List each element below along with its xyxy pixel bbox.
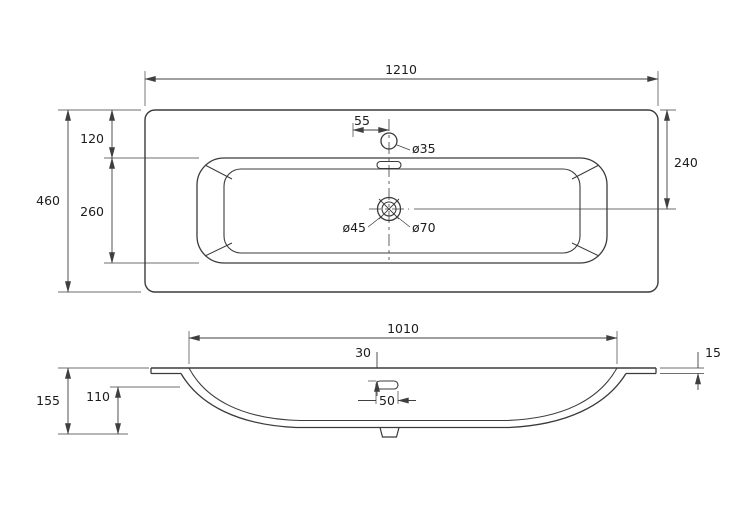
dim-260-label: 260 — [80, 204, 104, 219]
dim-15-label: 15 — [705, 345, 721, 360]
bowl-outer-profile — [180, 373, 627, 429]
centerlines — [369, 119, 409, 260]
front-view-dimensions: 1010 30 50 15 155 110 — [36, 321, 721, 435]
dim-1210-label: 1210 — [385, 62, 417, 77]
basin-outer-rim — [144, 109, 659, 293]
top-view-dimensions: 1210 460 120 260 240 55 ø35 ø45 ø70 — [36, 62, 698, 293]
bowl-inner-profile — [188, 367, 618, 422]
dim-120-label: 120 — [80, 131, 104, 146]
front-view — [150, 367, 657, 438]
drain-outlet-stub — [379, 427, 400, 438]
dim-110-label: 110 — [86, 389, 110, 404]
dim-d35-label: ø35 — [412, 141, 436, 156]
dim-d70-leader — [395, 215, 411, 228]
dim-240-label: 240 — [674, 155, 698, 170]
dim-155-label: 155 — [36, 393, 60, 408]
top-view — [144, 109, 659, 293]
dim-15-extensions — [660, 367, 704, 374]
overflow-slot-front — [375, 380, 399, 390]
dim-d35-leader — [396, 144, 411, 151]
dim-d70-label: ø70 — [412, 220, 436, 235]
bowl-bottom-edge — [223, 168, 581, 254]
dim-55-label: 55 — [354, 113, 370, 128]
drain-cross-marks — [378, 198, 400, 220]
dim-240-extensions — [414, 109, 676, 210]
dim-460-label: 460 — [36, 193, 60, 208]
dim-30-label: 30 — [355, 345, 371, 360]
dim-d45-leader — [367, 215, 383, 228]
bowl-top-edge — [196, 157, 608, 264]
dim-50-label: 50 — [379, 393, 395, 408]
rim-end-caps — [150, 368, 657, 374]
dim-d45-label: ø45 — [342, 220, 366, 235]
dim-1010-label: 1010 — [387, 321, 419, 336]
bowl-corner-chamfers — [204, 164, 600, 257]
dim-460-extensions — [58, 109, 141, 293]
